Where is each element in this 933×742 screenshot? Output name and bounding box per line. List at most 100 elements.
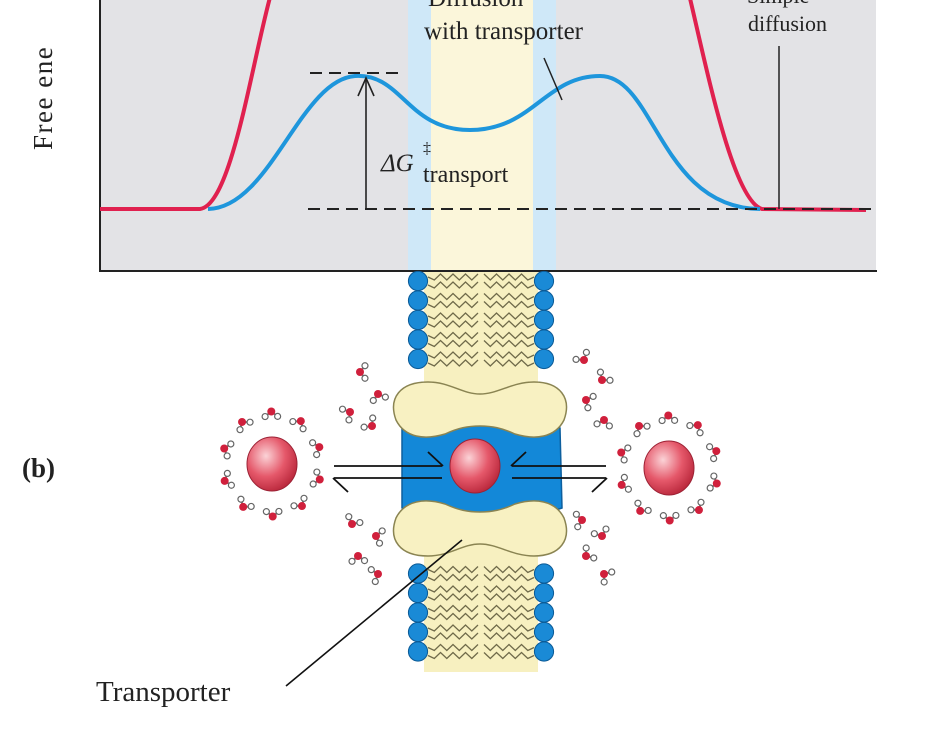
lipid-head (407, 582, 429, 604)
lipid-head (407, 309, 429, 331)
transporter-protein (392, 381, 568, 557)
membrane (220, 270, 721, 687)
solute-left (246, 436, 298, 492)
lipid-tail (483, 632, 535, 640)
lipid-head (533, 290, 555, 311)
delta-g-arrowhead (357, 76, 375, 97)
water-molecule (348, 552, 369, 565)
transporter-top-subunit (392, 381, 568, 438)
water-molecule (261, 407, 282, 421)
water-molecule (236, 417, 254, 434)
water-molecule (572, 510, 586, 531)
water-molecule (290, 494, 308, 511)
lipid-tail (427, 273, 479, 281)
equilibrium-arrows-left (332, 451, 444, 493)
lipid-tail (427, 339, 479, 348)
simple-label-line2: diffusion (748, 11, 827, 36)
lipid-tail (427, 643, 479, 652)
lipid-head (407, 329, 429, 350)
lipid-head (407, 290, 429, 311)
water-molecules (220, 348, 721, 586)
lipid-tail (427, 651, 479, 660)
simple-label-line1: Simple (747, 0, 809, 8)
water-molecule (372, 527, 386, 547)
lipid-tail (427, 320, 479, 328)
water-molecule (706, 472, 721, 492)
water-molecule (590, 525, 610, 540)
water-molecule (289, 417, 307, 433)
lipid-tail (483, 292, 535, 301)
lipid-tail (427, 565, 479, 574)
water-molecule (345, 513, 364, 528)
panel-b-label: (b) (22, 453, 55, 483)
lipid-tails-left (427, 273, 479, 660)
lipid-head (533, 602, 555, 623)
lipid-tail (483, 612, 535, 621)
lipid-head (407, 621, 429, 643)
water-molecule (596, 368, 614, 384)
equilibrium-arrows-right (510, 451, 608, 493)
lipid-tail (427, 312, 479, 320)
water-molecule (356, 362, 369, 382)
lipid-tail (483, 351, 535, 359)
water-molecule (617, 444, 632, 464)
lipid-head (533, 641, 555, 662)
solute-right (643, 440, 695, 496)
lipid-tail (483, 585, 535, 593)
lipid-head (533, 309, 555, 331)
water-molecule (338, 405, 354, 424)
lipid-tail (483, 320, 535, 328)
lipid-tail (427, 604, 479, 613)
lipid-tail (483, 593, 535, 601)
lipid-head (533, 563, 555, 584)
transporter-bottom-subunit (392, 500, 568, 557)
transporter-diffusion-curve (207, 73, 761, 211)
lipid-tail (427, 281, 479, 289)
lipid-head (533, 270, 555, 292)
lipid-head (407, 348, 429, 370)
lipid-tail (427, 573, 479, 582)
delta-g-subscript: transport (423, 162, 509, 188)
water-molecule (582, 392, 597, 412)
lipid-head (533, 329, 555, 350)
water-molecule (309, 468, 324, 488)
y-axis-label: Free ene (28, 46, 58, 150)
solute-in-channel (449, 438, 501, 494)
transporter-callout-label: Transporter (96, 676, 231, 708)
lipid-head (533, 621, 555, 643)
lipid-tail (483, 300, 535, 309)
lipid-tail (483, 651, 535, 660)
transporter-label-line1: Diffusion (428, 0, 524, 12)
lipid-tail (483, 573, 535, 582)
water-molecule (687, 498, 705, 515)
lipid-tail (483, 624, 535, 632)
water-molecule (634, 499, 652, 515)
lipid-tail (427, 359, 479, 367)
energy-plot: Free ene Diffusion with transporter Simp… (28, 0, 878, 272)
lipid-head (407, 563, 429, 584)
water-molecule (633, 421, 651, 438)
water-molecule (572, 348, 590, 364)
water-molecule (220, 440, 235, 460)
transporter-label-pointer (543, 57, 563, 101)
lipid-head (407, 270, 429, 292)
simple-diffusion-curve (100, 0, 867, 212)
lipid-tail (427, 624, 479, 632)
water-molecule (617, 473, 632, 493)
lipid-tail (427, 585, 479, 593)
water-molecule (237, 495, 255, 511)
lipid-tail (483, 359, 535, 367)
lipid-head (533, 582, 555, 604)
water-molecule (686, 421, 704, 437)
water-molecule (659, 511, 680, 525)
lipid-tail (483, 339, 535, 348)
lipid-tails-right (483, 273, 535, 660)
transporter-callout-line (285, 539, 463, 687)
lipid-tail (427, 292, 479, 301)
delta-g-symbol: ΔG (380, 150, 414, 177)
lipid-tail (483, 643, 535, 652)
lipid-head (407, 602, 429, 623)
lipid-tail (427, 351, 479, 359)
lipid-tail (483, 331, 535, 340)
